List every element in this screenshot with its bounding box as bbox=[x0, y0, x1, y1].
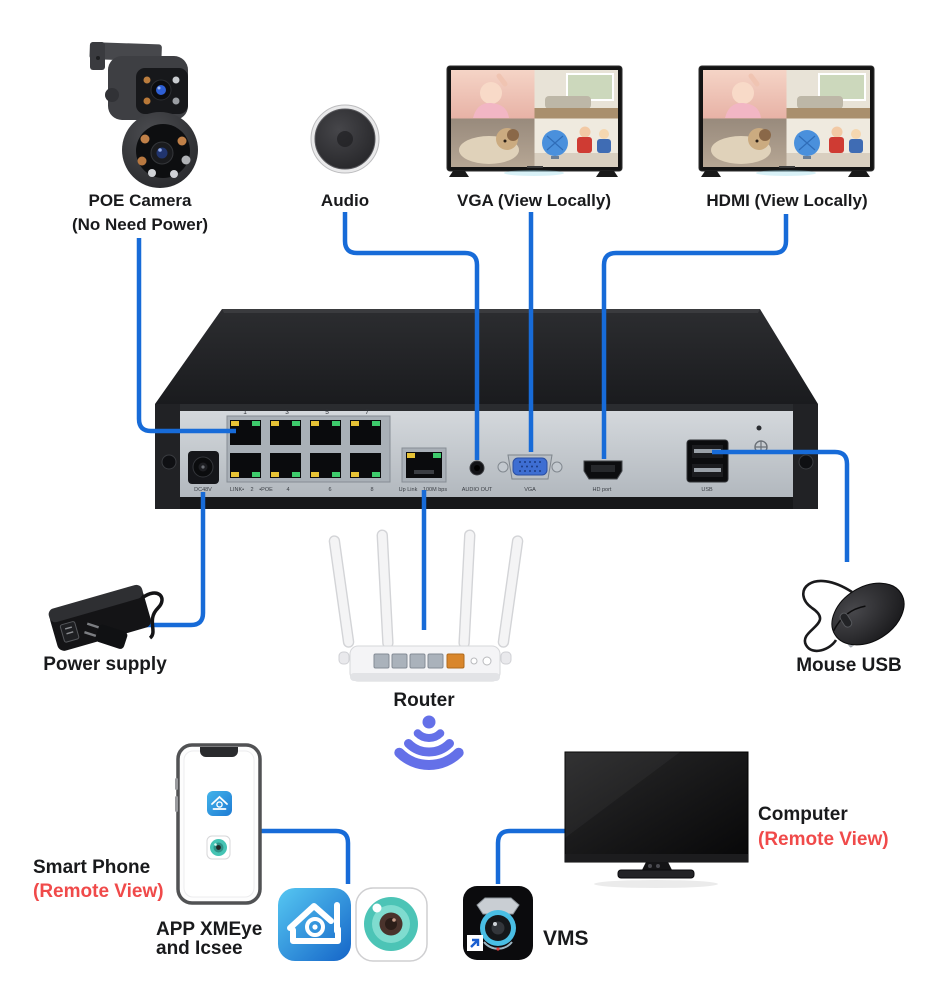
usb-mouse bbox=[802, 579, 905, 653]
poe-number-5: 5 bbox=[325, 409, 329, 416]
poe-camera-label: POE Camera bbox=[88, 191, 192, 210]
audio-label: Audio bbox=[320, 191, 370, 210]
vms-label: VMS bbox=[543, 927, 589, 950]
poe-number-8: 8 bbox=[370, 487, 373, 493]
power-line bbox=[132, 492, 206, 628]
poe-number-1: 1 bbox=[243, 409, 247, 416]
uplink-speed-label: 100M bps bbox=[423, 487, 447, 493]
mouse-label: Mouse USB bbox=[796, 655, 902, 676]
audio-speaker bbox=[310, 104, 380, 174]
audio-line bbox=[342, 212, 480, 460]
uplink-label: Up Link bbox=[399, 487, 418, 493]
icsee-app-icon-small bbox=[206, 835, 231, 860]
vms-icon bbox=[463, 886, 533, 960]
vga-tv-label: VGA (View Locally) bbox=[457, 191, 611, 210]
hd-port-label: HD port bbox=[593, 487, 612, 493]
computer-vms-line bbox=[495, 828, 566, 884]
smart-phone bbox=[175, 743, 262, 905]
computer-label: Computer bbox=[758, 804, 848, 825]
smart-phone-sublabel: (Remote View) bbox=[33, 881, 164, 902]
usb-mouse-line bbox=[712, 449, 850, 562]
poe-number-3: 3 bbox=[285, 409, 289, 416]
smart-phone-label: Smart Phone bbox=[33, 857, 151, 878]
app-label-line1: APP XMEye bbox=[156, 919, 263, 940]
poe-camera-line bbox=[136, 238, 236, 434]
hdmi-tv-label: HDMI (View Locally) bbox=[706, 191, 868, 210]
power-supply-label: Power supply bbox=[43, 654, 167, 675]
vga-port bbox=[497, 454, 563, 480]
uplink-port bbox=[401, 447, 447, 483]
icsee-app-icon bbox=[355, 887, 428, 962]
audio-out-label: AUDIO OUT bbox=[462, 487, 493, 493]
vga-tv bbox=[447, 66, 622, 177]
vga-label: VGA bbox=[524, 487, 536, 493]
poe-camera bbox=[89, 42, 198, 188]
phone-apps-line bbox=[261, 828, 351, 884]
poe-number-6: 6 bbox=[328, 487, 331, 493]
router-label: Router bbox=[393, 690, 455, 711]
hdmi-tv bbox=[699, 66, 874, 177]
router bbox=[328, 529, 524, 682]
poe-number-4: 4 bbox=[286, 487, 289, 493]
wifi-icon bbox=[394, 715, 464, 770]
poe-camera-sublabel: (No Need Power) bbox=[71, 215, 209, 234]
computer-monitor bbox=[564, 751, 749, 888]
poe-label: •POE bbox=[259, 487, 273, 493]
xmeye-app-icon-small bbox=[207, 791, 232, 816]
xmeye-app-icon bbox=[278, 888, 351, 961]
app-label-line2: and Icsee bbox=[156, 938, 243, 959]
dc-power-jack bbox=[188, 451, 219, 484]
hdmi-line bbox=[601, 214, 789, 459]
computer-sublabel: (Remote View) bbox=[758, 829, 889, 850]
link-label: LINK• bbox=[230, 487, 244, 493]
poe-number-2: 2 bbox=[250, 487, 253, 493]
power-supply bbox=[48, 584, 164, 651]
poe-number-7: 7 bbox=[365, 409, 369, 416]
audio-out-jack bbox=[469, 460, 485, 476]
dc-label: DC48V bbox=[194, 487, 212, 493]
poe-port-block bbox=[226, 415, 391, 483]
hdmi-port bbox=[583, 460, 623, 480]
usb-ports bbox=[686, 439, 729, 483]
nvr-device: 1 3 5 7 bbox=[155, 309, 818, 509]
usb-label: USB bbox=[701, 487, 713, 493]
